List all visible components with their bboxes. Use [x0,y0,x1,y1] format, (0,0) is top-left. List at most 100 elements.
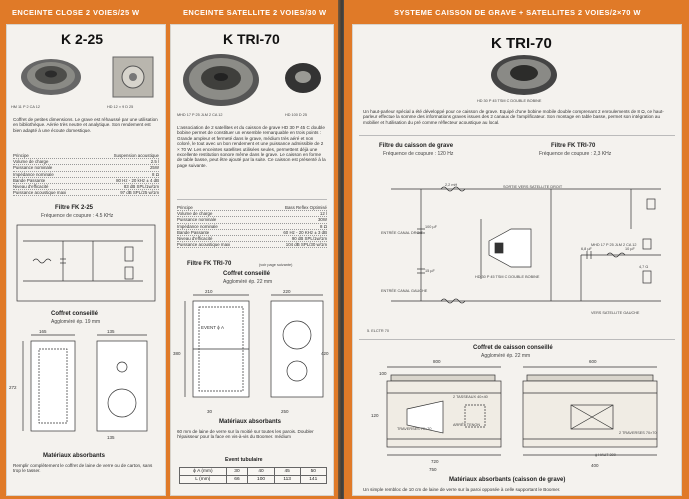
event-cell: 45 [273,467,301,476]
sat-filter-sub: Fréquence de coupure : 2,3 KHz [539,151,612,157]
mid-woofer-image [183,54,259,106]
spec-label: Impédance nominale [177,223,218,229]
ktri-satellite-panel: K TRI-70 MHD 17 P 25 JLM 2 CA 12 HD 100 … [170,24,334,496]
event-cell: 66 [225,475,249,484]
sub-dim-b: 600 [589,359,597,364]
ktri-separator [177,199,327,200]
system-separator [359,135,675,136]
band-title-system: SYSTEME CAISSON DE GRAVE + SATELLITES 2 … [394,8,641,17]
event-cell: 113 [273,475,301,484]
sub-part-traverses-2: 2 TRAVERSES 70×70 [619,431,657,435]
k225-mat-title: Matériaux absorbants [43,453,106,459]
ktri-dim-w: 210 [205,289,213,294]
sub-mat-text: Un simple rembloc de 10 cm de laine de v… [363,487,561,492]
sub-part-haut: ϕ HAUT 300 [595,453,616,457]
label-c2: 6,8 µF [581,247,592,251]
subwoofer-caption: HD 30 P 45 TSM C DOUBLE BOBINE [477,99,542,103]
spec-label: Volume de charge [177,211,213,217]
ktri-sat-title: K TRI-70 [223,31,280,47]
ktri-dim-e: EVENT ϕ A [201,325,224,330]
spec-row: Puissance acoustique maxi 104 dB SPL/30 w… [177,242,327,249]
subwoofer-image [491,55,557,95]
spec-label: Puissance acoustique maxi [177,242,231,248]
tweeter-image [112,56,154,98]
event-cell: 141 [299,475,328,484]
k225-dim-h: 272 [9,385,17,390]
ktri-box-title: Coffret conseillé [223,271,271,277]
sub-mat-title: Matériaux absorbants (caisson de grave) [449,477,566,483]
k225-box-title: Coffret conseillé [51,311,99,317]
sub-dim-j: 400 [591,463,599,468]
ktri-dim-h: 380 [173,351,181,356]
label-subwoofer: HD 30 P 45 TSM C DOUBLE BOBINE [475,275,540,279]
spec-value: 25W [149,165,159,171]
k225-dim-d: 135 [107,329,115,334]
sub-part-arret: ARRÊT TENON [453,423,481,427]
ktri-dim-d: 220 [283,289,291,294]
left-page: ENCEINTE CLOSE 2 VOIES/25 W ENCEINTE SAT… [0,0,340,499]
spec-value: 80 Hz - 20 kHz ± 4 dB [116,177,159,183]
spec-label: Bande Passante [13,177,46,183]
spec-value: 97 dB SPL/25 w/1m [120,190,159,196]
spec-value: Suspension acoustique [113,153,159,158]
label-l1: 15 µF [425,269,435,273]
spec-value: 12 l [319,211,327,217]
spec-value: 104 dB SPL/30 w/1m [285,242,327,248]
k225-description: Coffret de petites dimensions. Le grave … [13,117,158,133]
k225-filter-schematic [16,224,156,302]
sub-dim-e: 120 [371,413,379,418]
sub-dim-f: 720 [431,459,439,464]
ktri-filter-note: (voir page suivante) [259,263,293,267]
system-panel: K TRI-70 HD 30 P 45 TSM C DOUBLE BOBINE … [352,24,682,496]
sub-dim-d: 100 [379,371,387,376]
sub-part-traverses: TRAVERSES 70×70 [397,427,432,431]
event-cell: 40 [247,467,275,476]
event-cell: 100 [247,475,275,484]
spec-value: 30W [317,217,327,223]
sub-dim-g: 750 [429,467,437,472]
spec-value: 8 Ω [320,223,327,229]
label-mid-woofer: MHD 17 P 25 JLM 2 CA 12 [591,243,637,247]
spec-row: Bande Passante 80 Hz - 20 kHz ± 4 dB [13,177,159,185]
sub-filter-sub: Fréquence de coupure : 120 Hz [383,151,454,157]
dome-tweeter-caption: HD 100 D 25 [285,113,307,117]
system-separator-2 [359,339,675,340]
k225-dim-a: 135 [107,435,115,440]
ktri-mat-text: 60 mm de laine de verre sur la moitié su… [177,429,314,440]
spec-label: Impédance nominale [13,171,54,177]
spec-label: Bande Passante [177,229,210,235]
k225-filter-title: Filtre FK 2-25 [55,205,94,211]
k225-box-drawing [22,334,148,432]
system-title: K TRI-70 [491,35,552,52]
sub-part-tasseaux: 2 TASSEAUX 40×40 [453,395,488,399]
spec-value: Bass Reflex Optimisé [285,205,327,210]
sub-box-drawing [386,366,658,456]
ktri-dim-c: 250 [281,409,289,414]
event-cell: ϕ A (mm) [179,467,227,476]
ktri-mat-title: Matériaux absorbants [219,419,282,425]
label-l2: 2,2 mH [445,183,458,187]
ktri-box-drawing [184,294,324,398]
sat-filter-title: Filtre FK TRI-70 [551,143,596,149]
spec-label: Niveau d'efficacité [177,236,213,242]
sub-box-sub: Aggloméré ép. 22 mm [481,353,531,359]
event-cell: L (mm) [179,475,227,484]
ktri-box-sub: Aggloméré ép. 22 mm [223,279,273,285]
ktri-sat-description: L'association de 2 satellites et du cais… [177,125,326,168]
label-r1: 4,7 Ω [639,265,649,269]
book-gutter [338,0,346,499]
k225-title: K 2-25 [61,31,104,47]
sub-box-title: Coffret de caisson conseillé [473,345,553,351]
